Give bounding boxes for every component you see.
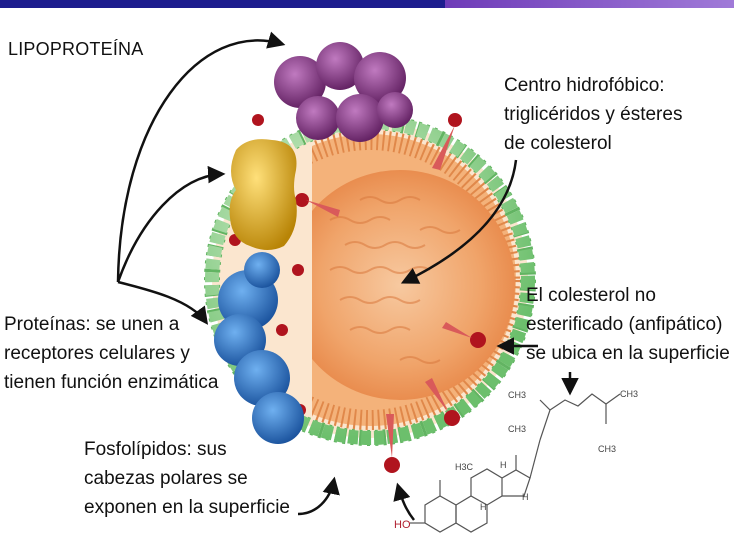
center-label-line-3: de colesterol bbox=[504, 133, 612, 155]
h-label-1: H bbox=[500, 460, 507, 470]
center-label-line-1: Centro hidrofóbico: bbox=[504, 75, 665, 97]
ch3-top-left-label: CH3 bbox=[508, 390, 526, 400]
cholesterol-label-line-1: El colesterol no bbox=[526, 285, 656, 307]
protein-yellow bbox=[230, 139, 297, 250]
protein-label-line-3: tienen función enzimática bbox=[4, 372, 218, 394]
ch3-ring-label: CH3 bbox=[508, 424, 526, 434]
ho-label: HO bbox=[394, 519, 411, 531]
ch3-top-right-label: CH3 bbox=[620, 389, 638, 399]
cholesterol-label-line-2: esterificado (anfipático) bbox=[526, 314, 722, 336]
protein-label-line-1: Proteínas: se unen a bbox=[4, 314, 179, 336]
h3c-label: H3C bbox=[455, 462, 474, 472]
cholesterol-label-line-3: se ubica en la superficie bbox=[526, 343, 730, 365]
phospholipid-label-line-3: exponen en la superficie bbox=[84, 497, 290, 519]
center-label-line-2: triglicéridos y ésteres bbox=[504, 104, 682, 126]
phospholipid-label-line-1: Fosfolípidos: sus bbox=[84, 439, 227, 461]
ch3-right-label: CH3 bbox=[598, 444, 616, 454]
protein-label-line-2: receptores celulares y bbox=[4, 343, 190, 365]
phospholipid-label-line-2: cabezas polares se bbox=[84, 468, 248, 490]
protein-purple bbox=[274, 42, 413, 142]
h-label-3: H bbox=[522, 492, 529, 502]
diagram-title: LIPOPROTEÍNA bbox=[8, 38, 143, 60]
h-label-2: H bbox=[480, 502, 487, 512]
